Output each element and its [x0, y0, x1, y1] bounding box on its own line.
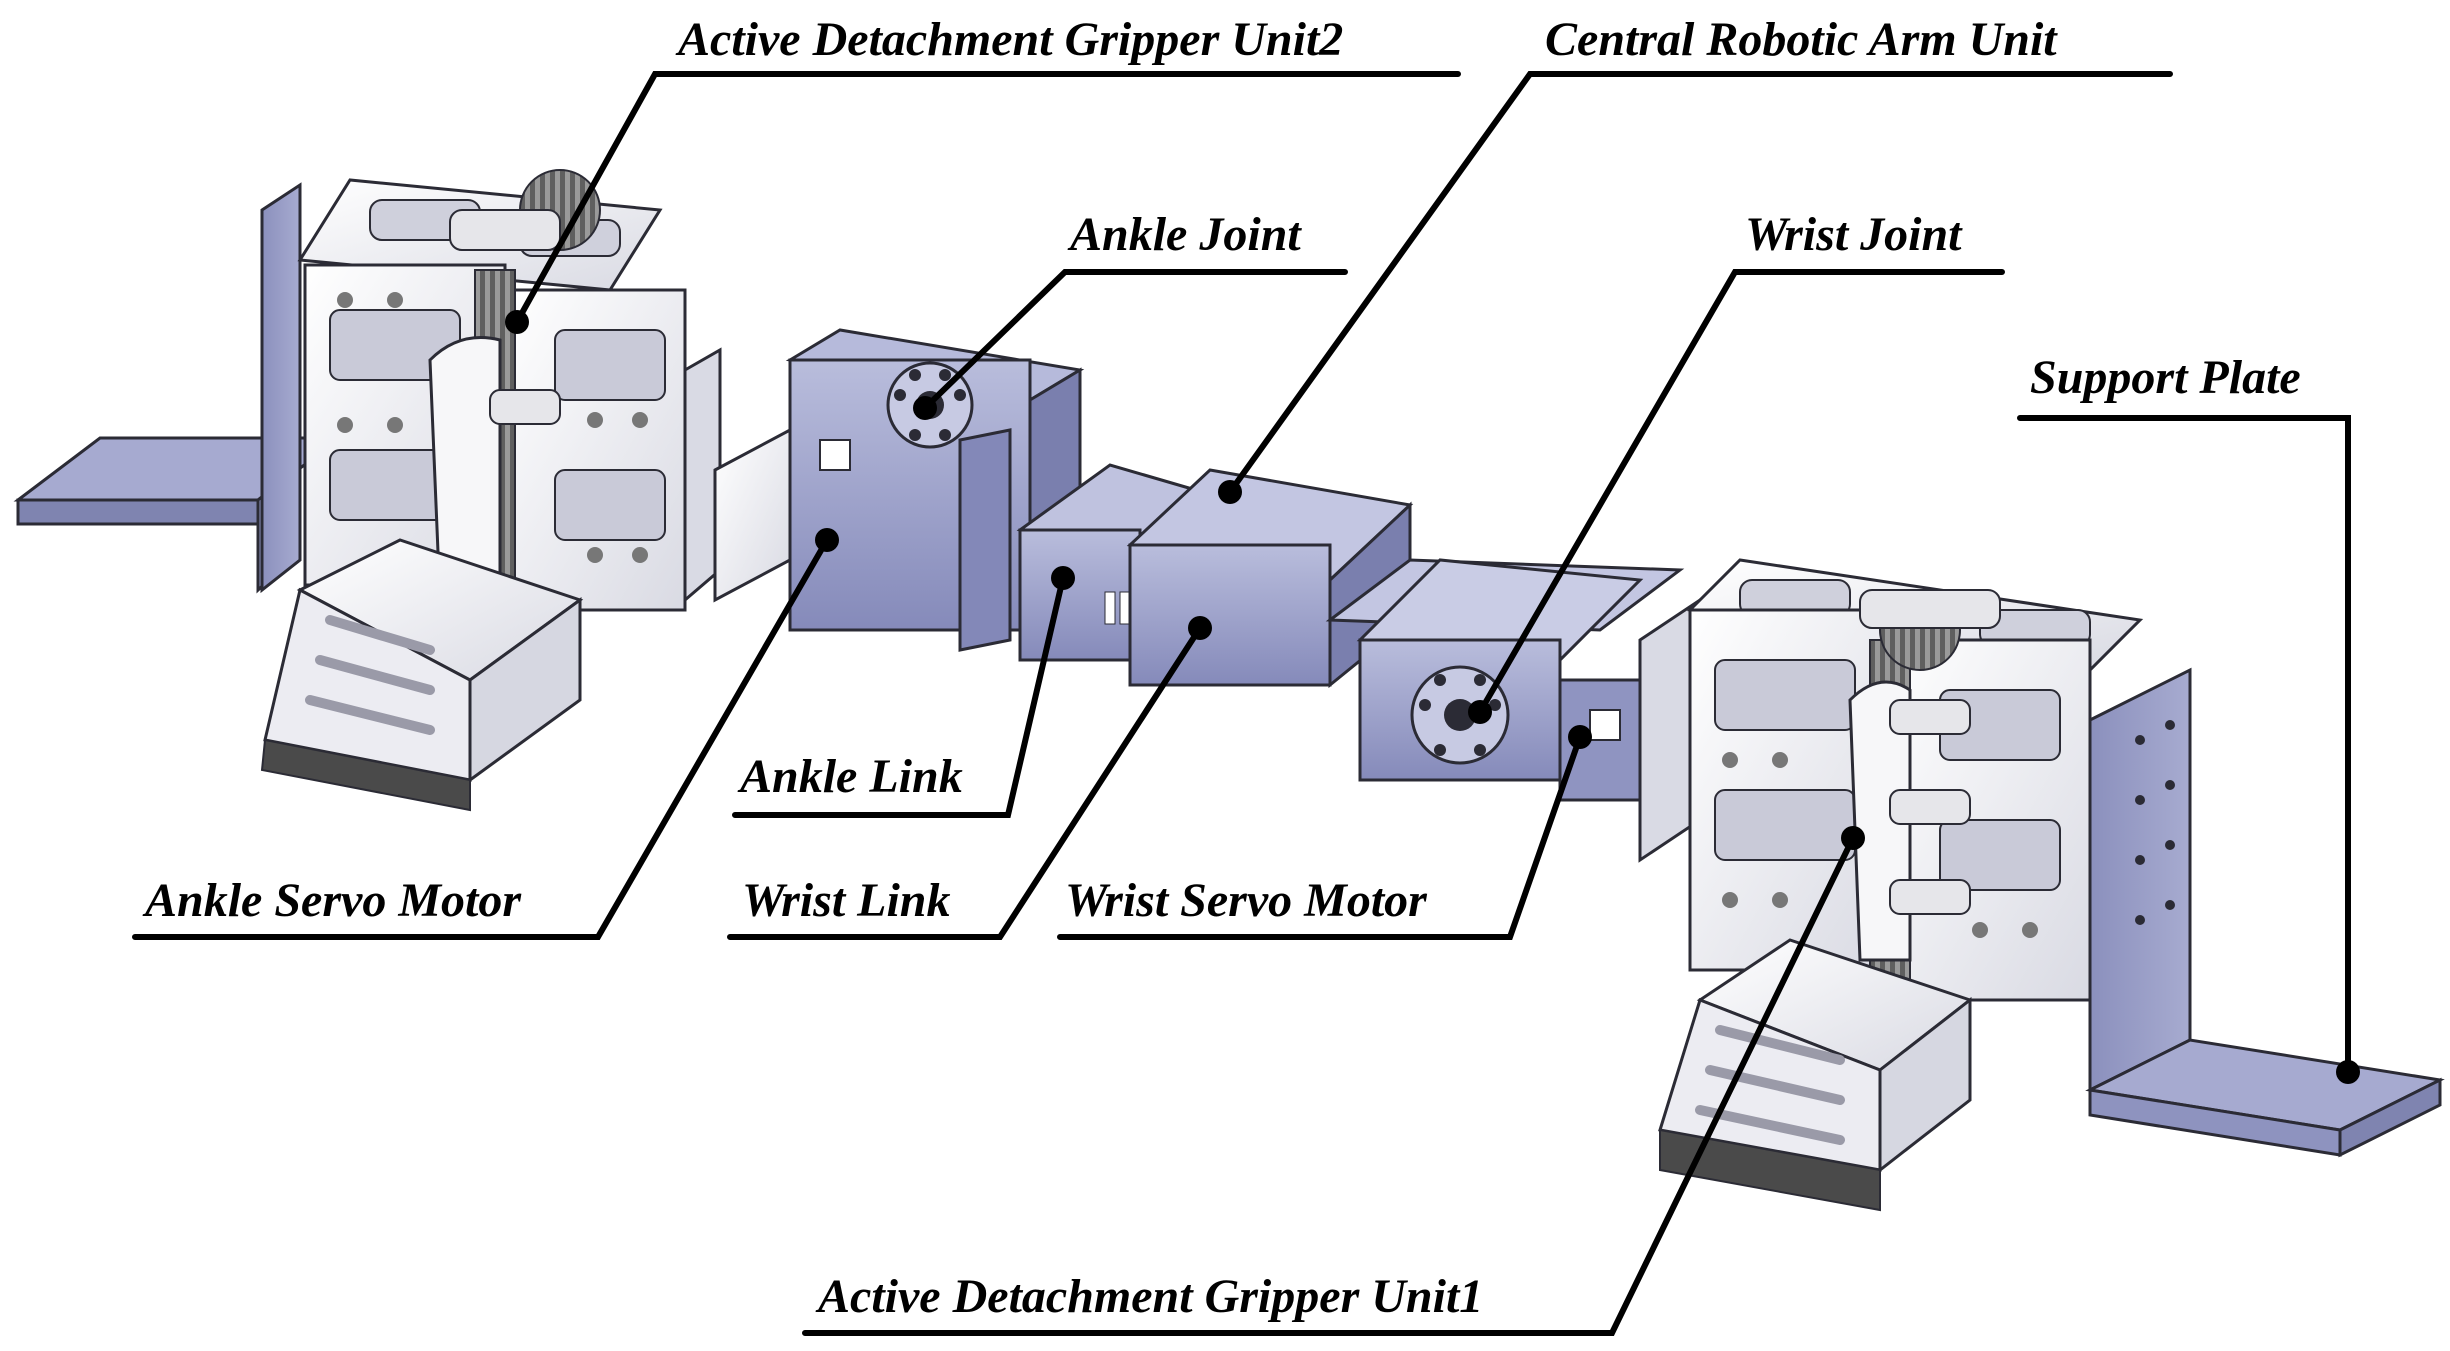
label-ankle-link: Ankle Link	[737, 750, 963, 803]
label-gripper-unit-2: Active Detachment Gripper Unit2	[675, 13, 1343, 66]
label-wrist-servo-motor: Wrist Servo Motor	[1065, 874, 1428, 927]
label-support-plate: Support Plate	[2030, 351, 2301, 404]
label-wrist-joint: Wrist Joint	[1745, 208, 1963, 261]
label-gripper-unit-1: Active Detachment Gripper Unit1	[815, 1270, 1483, 1323]
right-support-plate	[2085, 667, 2445, 1158]
gripper-unit-1	[1638, 558, 2144, 1212]
labels: Active Detachment Gripper Unit2 Central …	[142, 13, 2301, 1323]
label-wrist-link: Wrist Link	[742, 874, 951, 927]
label-central-robotic-arm-unit: Central Robotic Arm Unit	[1545, 13, 2058, 66]
gripper-unit-2	[260, 169, 792, 812]
label-ankle-joint: Ankle Joint	[1067, 208, 1302, 261]
central-arm	[1016, 463, 1685, 802]
label-ankle-servo-motor: Ankle Servo Motor	[142, 874, 522, 927]
left-support-plate	[13, 182, 345, 594]
leader-lines	[132, 71, 2360, 1336]
